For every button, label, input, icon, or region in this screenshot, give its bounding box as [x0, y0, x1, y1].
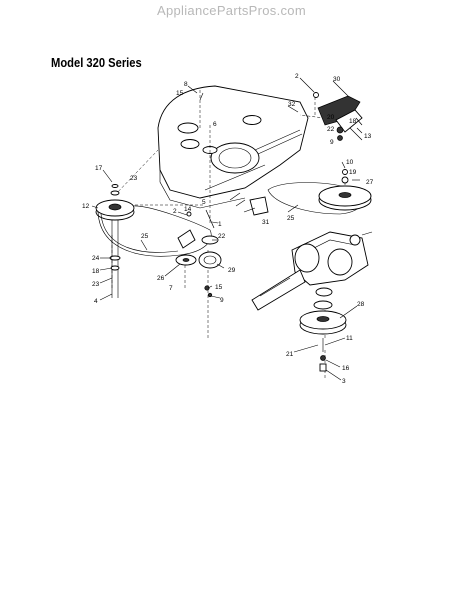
drive-belt-left	[97, 205, 212, 257]
callout-30: 30	[333, 76, 341, 83]
callout-21: 21	[286, 351, 294, 358]
lower-pulley	[299, 300, 347, 372]
callout-6: 6	[213, 121, 217, 128]
callout-10: 10	[346, 159, 354, 166]
callout-32: 32	[288, 101, 296, 108]
left-pulley	[95, 184, 135, 298]
assembly-lines	[111, 90, 346, 378]
callout-27: 27	[366, 179, 374, 186]
drive-belt-right	[267, 169, 372, 215]
callout-17: 17	[95, 165, 103, 172]
callout-25-left: 25	[141, 233, 149, 240]
callout-22-center: 22	[218, 233, 226, 240]
callout-2-lower: 2	[173, 208, 177, 215]
callout-18-left: 18	[92, 268, 100, 275]
bracket-31	[229, 192, 269, 216]
callout-1: 1	[218, 221, 222, 228]
callout-23-left: 23	[92, 281, 100, 288]
callout-4: 4	[94, 298, 98, 305]
diagram-title: Model 320 Series	[51, 55, 142, 70]
idler-pulleys	[175, 209, 222, 298]
callout-15: 15	[176, 90, 184, 97]
leader-lines	[91, 77, 363, 381]
transaxle	[251, 231, 373, 311]
deck-plate	[157, 85, 309, 209]
callout-13: 13	[364, 133, 372, 140]
callout-15-lower: 15	[215, 284, 223, 291]
callout-5: 5	[202, 199, 206, 206]
callout-25-right: 25	[287, 215, 295, 222]
callout-19: 19	[349, 169, 357, 176]
callout-labels: 2 30 8 15 32 6 20 18 22 9 13 17 23 10 19…	[82, 73, 374, 385]
callout-20: 20	[327, 114, 335, 121]
bracket-assembly	[313, 92, 363, 141]
callout-18: 18	[349, 118, 357, 125]
callout-31: 31	[262, 219, 270, 226]
callout-9: 9	[330, 139, 334, 146]
callout-3: 3	[342, 378, 346, 385]
callout-11: 11	[346, 335, 353, 342]
callout-9-lower: 9	[220, 297, 224, 304]
callout-23: 23	[130, 175, 138, 182]
watermark: AppliancePartsPros.com	[157, 3, 306, 18]
callout-24: 24	[92, 255, 100, 262]
callout-2: 2	[295, 73, 299, 80]
callout-8: 8	[184, 81, 188, 88]
callout-22: 22	[327, 126, 335, 133]
callout-26: 26	[157, 275, 165, 282]
callout-12: 12	[82, 203, 90, 210]
callout-16: 16	[342, 365, 350, 372]
callout-28: 28	[357, 301, 365, 308]
callout-14: 14	[184, 206, 192, 213]
callout-29: 29	[228, 267, 236, 274]
callout-7: 7	[169, 285, 173, 292]
